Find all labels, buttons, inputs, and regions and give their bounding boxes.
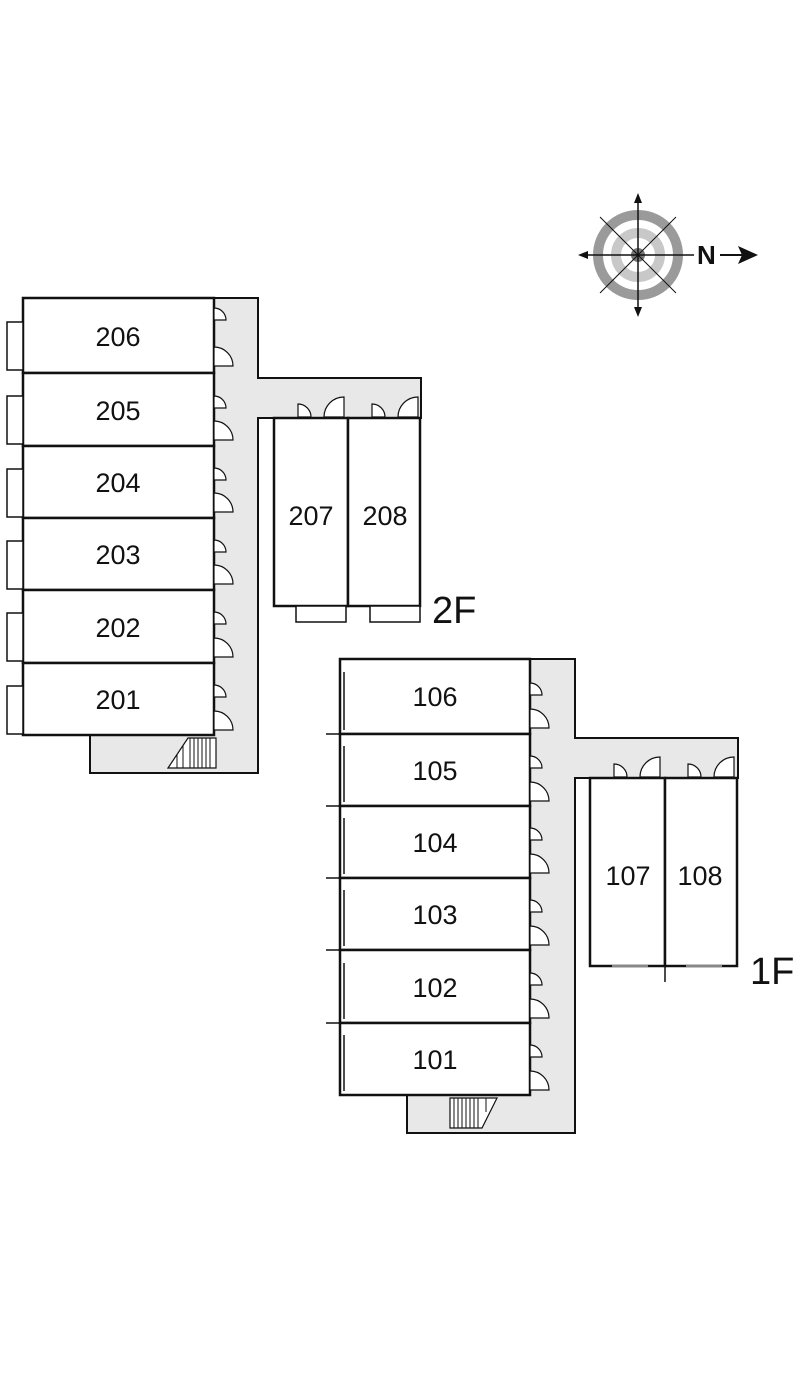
room-202-outline [21,588,216,665]
room-label-104: 104 [412,828,457,858]
compass-icon: N [578,193,758,317]
partitions-1f [326,672,345,1091]
room-204-outline [21,444,216,520]
room-203-outline [21,516,216,592]
floor-label-2f: 2F [432,590,476,632]
floor-label-1f: 1F [750,951,794,993]
room-label-107: 107 [605,861,650,891]
room-105-outline [338,732,532,808]
room-label-202: 202 [95,613,140,643]
room-label-206: 206 [95,322,140,352]
room-label-201: 201 [95,685,140,715]
room-102-outline [338,948,532,1025]
room-101-outline [338,1021,532,1097]
room-label-205: 205 [95,396,140,426]
room-206-outline [21,296,216,375]
balcony-208 [369,605,421,623]
door-icons-2f [213,307,419,731]
room-207-outline [272,416,350,608]
room-106-outline [338,657,532,736]
compass-north-label: N [697,240,716,270]
room-label-101: 101 [412,1045,457,1075]
stairs-icon [449,1097,498,1129]
room-label-208: 208 [362,501,407,531]
room-208-outline [346,416,422,608]
room-108-outline [663,776,739,968]
floor-1f: 106 105 104 103 102 101 107 108 1F [326,657,794,1134]
room-104-outline [338,804,532,880]
room-label-106: 106 [412,682,457,712]
balconies-2f [6,321,24,735]
room-label-207: 207 [288,501,333,531]
door-icons-1f [529,682,735,1091]
room-107-outline [588,776,667,968]
room-201-outline [21,661,216,737]
room-label-204: 204 [95,468,140,498]
room-103-outline [338,876,532,952]
room-label-102: 102 [412,973,457,1003]
room-label-103: 103 [412,900,457,930]
floor-2f: 206 205 204 203 202 201 207 208 2F [6,296,476,774]
room-label-105: 105 [412,756,457,786]
room-label-203: 203 [95,540,140,570]
room-label-108: 108 [677,861,722,891]
balcony-207 [295,605,347,623]
room-205-outline [21,371,216,448]
stairs-icon [166,737,217,769]
